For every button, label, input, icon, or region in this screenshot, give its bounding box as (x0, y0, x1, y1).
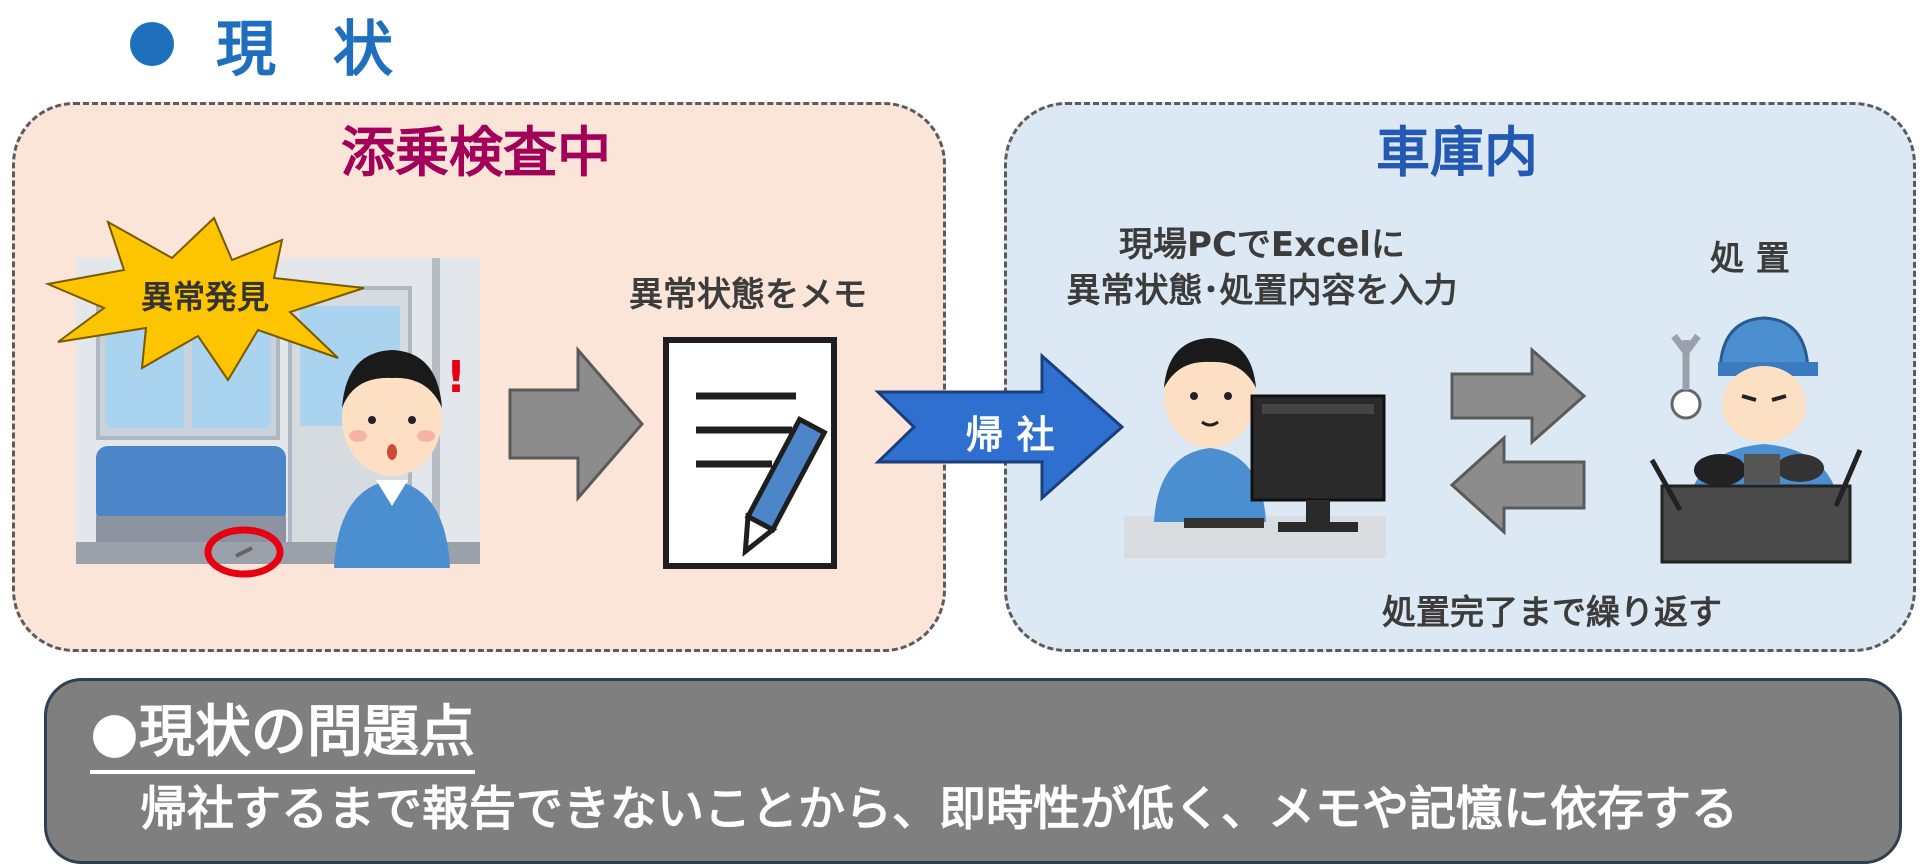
bullet-icon (130, 22, 174, 66)
arrow-right-icon (508, 345, 644, 503)
page-title: 現 状 (130, 4, 411, 85)
arrow-left-icon (1449, 434, 1586, 536)
return-to-office-label: 帰 社 (965, 413, 1055, 457)
alert-burst-icon (44, 216, 365, 382)
mechanic-repair-illustration (1649, 316, 1863, 564)
problem-text: 帰社するまで報告できないことから、即時性が低く、メモや記憶に依存する (140, 782, 1738, 837)
arrow-right-icon (1450, 346, 1587, 446)
page-title-text: 現 状 (216, 14, 411, 85)
alert-burst-label: 異常発見 (140, 278, 269, 316)
worker-at-pc-illustration (1124, 338, 1386, 558)
depot-title: 車庫内 (1376, 121, 1538, 184)
treatment-label: 処 置 (1710, 239, 1790, 279)
pc-input-label-line1: 現場PCでExcelに (1119, 225, 1405, 265)
onboard-inspection-title: 添乗検査中 (341, 121, 611, 184)
inspector-person-illustration (334, 350, 450, 568)
pc-input-label: 現場PCでExcelに 異常状態･処置内容を入力 (1022, 222, 1502, 314)
pc-input-label-line2: 異常状態･処置内容を入力 (1066, 271, 1458, 311)
return-to-office-arrow (874, 352, 1125, 502)
exclamation-icon: ! (446, 352, 467, 403)
memo-paper-icon (663, 337, 837, 569)
memo-label: 異常状態をメモ (629, 275, 867, 315)
problem-title: ●現状の問題点 (90, 702, 475, 774)
repeat-until-complete-label: 処置完了まで繰り返す (1382, 593, 1722, 633)
